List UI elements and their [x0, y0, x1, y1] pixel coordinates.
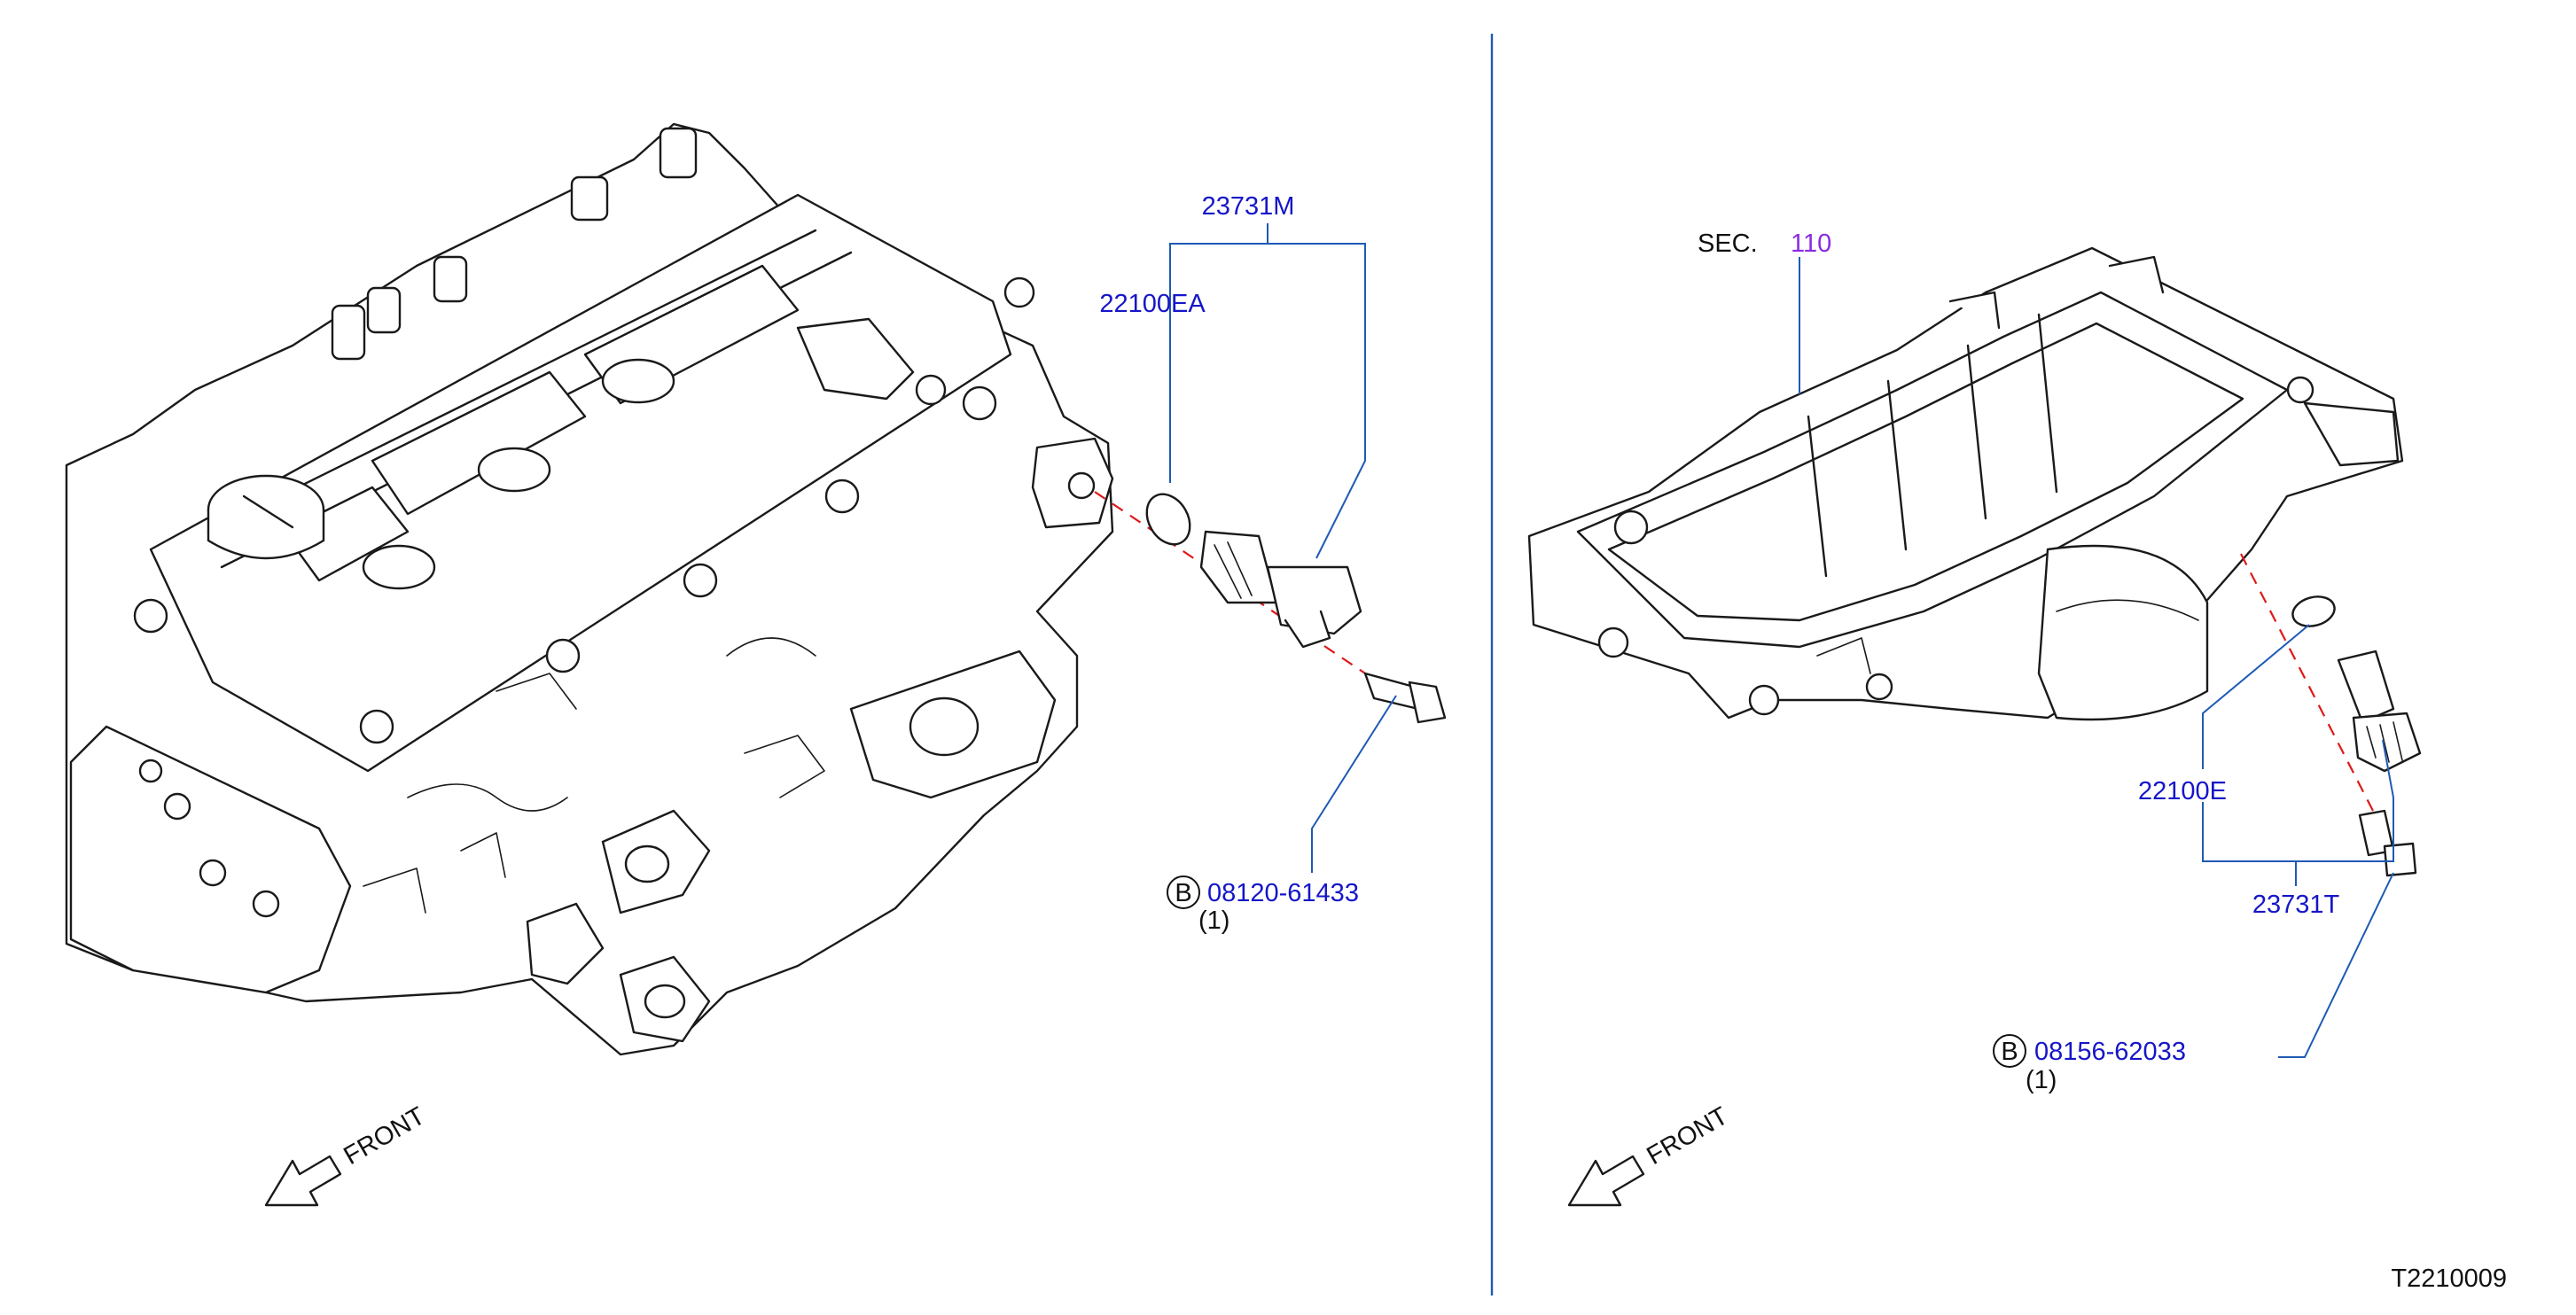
label-08156-62033: 08156-62033	[2034, 1038, 2186, 1066]
label-22100EA: 22100EA	[1099, 290, 1206, 318]
bolt-marker-right: B	[2001, 1038, 2018, 1066]
label-22100E: 22100E	[2138, 777, 2227, 805]
label-qty-right: (1)	[2026, 1066, 2057, 1094]
leader-bolt-right	[2278, 872, 2394, 1058]
leader-bolt-left	[1311, 695, 1397, 873]
label-sec-110: 110	[1791, 230, 1831, 258]
front-arrow-left-icon	[264, 1155, 342, 1207]
oil-pan-illustration	[1527, 246, 2404, 721]
mounting-bolt-right	[2358, 809, 2417, 877]
bolt-marker-left: B	[1175, 879, 1191, 907]
label-qty-left: (1)	[1198, 906, 1229, 935]
cylinder-head-illustration	[65, 122, 1114, 1056]
label-sec: SEC.	[1698, 230, 1758, 258]
leader-23731M	[1169, 243, 1366, 559]
diagram-id: T2210009	[2391, 1264, 2507, 1293]
front-label-right: FRONT	[1643, 1101, 1734, 1171]
label-08120-61433: 08120-61433	[1207, 879, 1359, 907]
crankshaft-position-sensor	[2240, 553, 2422, 843]
mounting-bolt-left	[1363, 672, 1447, 724]
leader-22100E	[2202, 624, 2310, 769]
front-arrow-right-icon	[1567, 1155, 1645, 1207]
front-label-left: FRONT	[340, 1101, 431, 1171]
leader-23731T	[2202, 739, 2394, 862]
bolt-marker-circle-left	[1167, 875, 1200, 909]
label-23731M: 23731M	[1202, 192, 1295, 221]
label-23731T: 23731T	[2252, 891, 2340, 919]
bolt-marker-circle-right	[1993, 1034, 2026, 1068]
camshaft-position-sensor	[1094, 491, 1379, 683]
